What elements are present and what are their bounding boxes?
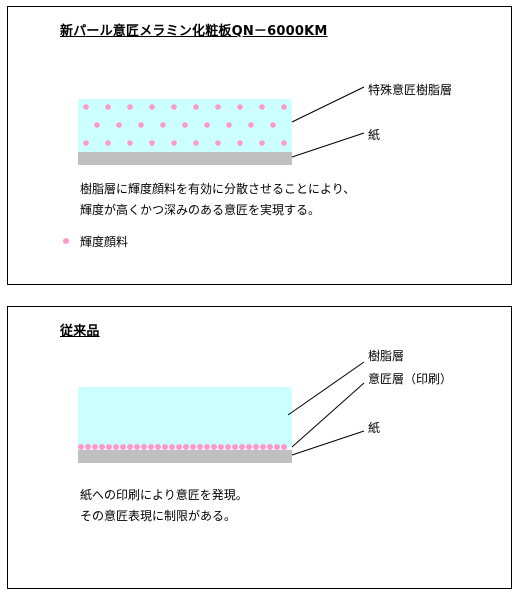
print-dot: [190, 444, 196, 450]
pigment-dot: [193, 140, 199, 146]
new-product-panel: 新パール意匠メラミン化粧板QN－6000KM 特殊意匠樹脂層 紙 樹脂層に輝度顔…: [7, 6, 512, 285]
resin-layer-label: 樹脂層: [368, 349, 405, 363]
new-product-title: 新パール意匠メラミン化粧板QN－6000KM: [60, 24, 328, 39]
pigment-dot: [160, 122, 166, 128]
pigment-dot: [215, 140, 221, 146]
pigment-dot: [105, 140, 111, 146]
print-dot: [127, 444, 133, 450]
pigment-dot: [182, 122, 188, 128]
pigment-dot: [116, 122, 122, 128]
paper-layer: [78, 450, 292, 463]
pigment-dot: [171, 104, 177, 110]
paper-leader-line: [291, 430, 365, 456]
description-line-2: 輝度が高くかつ深みのある意匠を実現する。: [80, 203, 321, 217]
pigment-dot: [127, 140, 133, 146]
paper-layer: [78, 152, 292, 165]
pigment-dot: [83, 104, 89, 110]
pigment-dot: [226, 122, 232, 128]
pigment-dot: [204, 122, 210, 128]
pigment-dot: [281, 104, 287, 110]
print-dot: [176, 444, 182, 450]
print-dot: [183, 444, 189, 450]
pigment-dot: [237, 104, 243, 110]
description-line-2: その意匠表現に制限がある。: [80, 509, 237, 523]
print-dot: [141, 444, 147, 450]
pigment-dot: [83, 140, 89, 146]
conventional-product-panel: 従来品 樹脂層 意匠層（印刷） 紙 紙への印刷により意匠を発現。 その意匠表現に…: [7, 306, 512, 589]
pigment-dot: [127, 104, 133, 110]
print-dot: [120, 444, 126, 450]
new-product-layer-diagram: [78, 86, 365, 165]
print-dot: [274, 444, 280, 450]
pigment-dot: [105, 104, 111, 110]
print-dot: [197, 444, 203, 450]
print-dot: [106, 444, 112, 450]
pigment-dot: [215, 104, 221, 110]
pigment-dot: [237, 140, 243, 146]
paper-layer-label: 紙: [368, 421, 381, 435]
pigment-dots: [83, 104, 287, 146]
pigment-dot: [259, 104, 265, 110]
resin-leader-line: [287, 361, 365, 416]
print-layer-dots: [78, 444, 287, 450]
pigment-dot: [270, 122, 276, 128]
print-dot: [85, 444, 91, 450]
pigment-dot: [94, 122, 100, 128]
pigment-dot: [171, 140, 177, 146]
print-layer-label: 意匠層（印刷）: [368, 372, 453, 386]
print-dot: [232, 444, 238, 450]
print-dot: [148, 444, 154, 450]
description-line-1: 樹脂層に輝度顔料を有効に分散させることにより、: [80, 182, 356, 196]
pigment-dot: [149, 104, 155, 110]
print-dot: [204, 444, 210, 450]
pigment-legend-dot: [63, 238, 69, 244]
pigment-dot: [259, 140, 265, 146]
pigment-dot: [248, 122, 254, 128]
resin-leader-line: [291, 86, 365, 123]
print-dot: [92, 444, 98, 450]
pigment-dot: [193, 104, 199, 110]
print-leader-line: [291, 382, 365, 448]
pigment-dot: [149, 140, 155, 146]
print-dot: [218, 444, 224, 450]
new-product-description: 樹脂層に輝度顔料を有効に分散させることにより、 輝度が高くかつ深みのある意匠を実…: [80, 179, 355, 221]
print-dot: [99, 444, 105, 450]
print-dot: [239, 444, 245, 450]
print-dot: [211, 444, 217, 450]
pigment-dot: [281, 140, 287, 146]
pigment-dot: [138, 122, 144, 128]
print-dot: [281, 444, 287, 450]
print-dot: [225, 444, 231, 450]
print-dot: [155, 444, 161, 450]
print-dot: [246, 444, 252, 450]
description-line-1: 紙への印刷により意匠を発現。: [80, 488, 248, 502]
print-dot: [134, 444, 140, 450]
resin-layer: [78, 387, 292, 447]
print-dot: [169, 444, 175, 450]
print-dot: [162, 444, 168, 450]
print-dot: [78, 444, 84, 450]
print-dot: [253, 444, 259, 450]
special-resin-layer-label: 特殊意匠樹脂層: [368, 83, 453, 97]
paper-layer-label: 紙: [368, 128, 381, 142]
conventional-layer-diagram: [78, 361, 365, 463]
print-dot: [113, 444, 119, 450]
pigment-legend-label: 輝度顔料: [80, 235, 129, 249]
paper-leader-line: [291, 132, 365, 158]
print-dot: [267, 444, 273, 450]
conventional-product-title: 従来品: [60, 324, 100, 339]
conventional-description: 紙への印刷により意匠を発現。 その意匠表現に制限がある。: [80, 485, 248, 527]
print-dot: [260, 444, 266, 450]
